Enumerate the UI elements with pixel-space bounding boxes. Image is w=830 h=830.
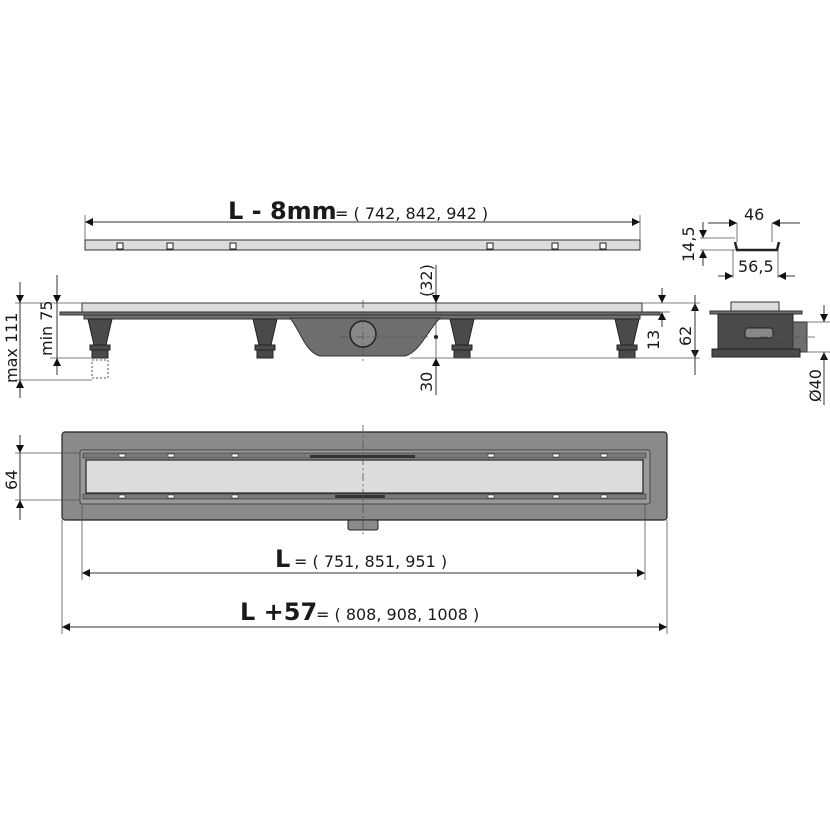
total-height-label: 62 <box>676 326 695 346</box>
grate-profile-section: 46 14,5 56,5 <box>679 205 800 280</box>
flange-height-label: 13 <box>644 330 663 350</box>
length-label: L <box>275 545 290 573</box>
grate-bar <box>84 239 641 251</box>
profile-inner-width: 46 <box>744 205 764 224</box>
length-values: = ( 751, 851, 951 ) <box>294 552 447 571</box>
total-length-label: L +57 <box>240 598 317 626</box>
total-length-values: = ( 808, 908, 1008 ) <box>316 605 479 624</box>
plan-view: 64 L = ( 751, 851, 951 ) L +57 = ( 808, … <box>2 425 668 634</box>
top-grate-view: L - 8mm = ( 742, 842, 942 ) <box>84 197 641 251</box>
side-view: max 111 min 75 (32) 30 13 62 <box>2 264 700 398</box>
grate-top <box>85 459 644 494</box>
end-view: Ø40 <box>709 301 830 405</box>
grate-width-label: 64 <box>2 470 21 490</box>
min-height-label: min 75 <box>37 300 56 356</box>
max-height-label: max 111 <box>2 313 21 383</box>
grate-length-values: = ( 742, 842, 942 ) <box>335 204 488 223</box>
outlet-bottom-label: 30 <box>417 372 436 392</box>
grate-slots <box>116 242 607 250</box>
profile-height: 14,5 <box>679 226 698 262</box>
grate-length-label: L - 8mm <box>228 197 337 225</box>
profile-outer-width: 56,5 <box>738 257 774 276</box>
adjustable-feet <box>87 318 640 379</box>
outlet-diameter-label: Ø40 <box>806 369 825 402</box>
outlet-top-label: (32) <box>417 264 436 297</box>
